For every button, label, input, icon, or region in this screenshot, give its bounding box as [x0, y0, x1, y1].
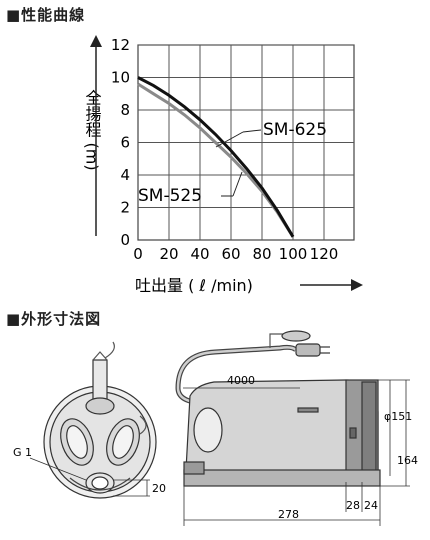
sm625-leader-2: [215, 131, 244, 148]
sm525-leader-2: [232, 171, 243, 197]
height-label: 164: [397, 454, 418, 467]
diameter-label: φ151: [384, 410, 412, 423]
performance-curve-title: ■性能曲線: [6, 6, 86, 24]
outlet-height-label: 20: [152, 482, 166, 495]
thread-label: G 1: [13, 446, 32, 459]
y-tick-label: 8: [120, 101, 130, 119]
x-tick-label: 80: [252, 245, 271, 263]
x-tick-label: 120: [310, 245, 339, 263]
y-tick-label: 12: [111, 36, 130, 54]
y-axis-label: 全揚程 (m): [83, 89, 102, 170]
y-tick-label: 0: [120, 231, 130, 249]
x-tick-label: 0: [133, 245, 143, 263]
series-label-sm525: SM-525: [138, 186, 202, 206]
x-axis-label: 吐出量 ( ℓ /min): [135, 276, 253, 295]
x-tick-label: 40: [190, 245, 209, 263]
y-tick-label: 2: [120, 199, 130, 217]
dimension-drawing: G 1 20 4000 φ151 164: [13, 330, 418, 526]
x-tick-label: 100: [279, 245, 308, 263]
pump-front-view: [43, 341, 157, 499]
thread-leader: [29, 457, 87, 481]
series-label-sm625: SM-625: [263, 120, 327, 140]
y-tick-label: 6: [120, 134, 130, 152]
series-line-sm-625: [137, 76, 295, 238]
pump-side-view: [175, 330, 381, 487]
length-label: 278: [278, 508, 299, 521]
cable-length-label: 4000: [227, 374, 255, 387]
y-tick-label: 4: [120, 166, 130, 184]
dim-28-label: 28: [346, 499, 360, 512]
series-line-sm-525: [137, 82, 295, 238]
dim-24-label: 24: [364, 499, 378, 512]
x-tick-label: 20: [159, 245, 178, 263]
sm625-leader: [242, 129, 262, 133]
y-tick-label: 10: [111, 69, 130, 87]
x-tick-label: 60: [221, 245, 240, 263]
dimension-drawing-title: ■外形寸法図: [6, 310, 102, 328]
